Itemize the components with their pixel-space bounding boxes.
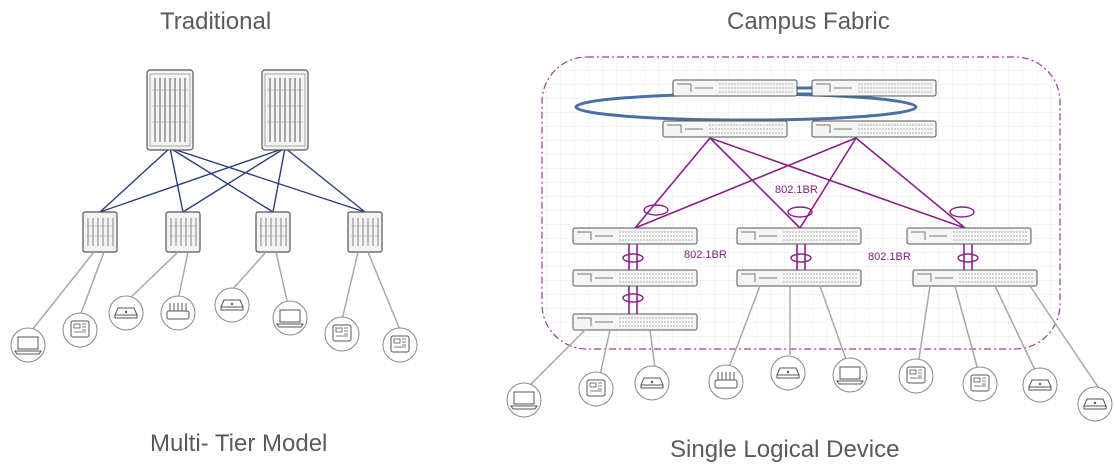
fabric-core-switch-1 [672, 79, 798, 97]
traditional-endpoint-links [31, 251, 401, 331]
phone-icon [898, 358, 934, 394]
label-802-1br-left: 802.1BR [684, 249, 727, 261]
access-point-icon [770, 355, 806, 391]
laptop-icon [10, 327, 46, 363]
access-point-icon [1077, 386, 1113, 422]
lag-rings [643, 204, 975, 218]
fabric-stack-links [628, 244, 973, 314]
fabric-grid-background [542, 57, 1060, 349]
laptop-icon [272, 300, 308, 336]
traditional-links [99, 147, 366, 213]
access-point-icon [214, 287, 250, 323]
access-switch-3 [255, 211, 291, 253]
phone-icon [382, 327, 418, 363]
access-point-icon [1022, 367, 1058, 403]
phone-icon [62, 312, 98, 348]
multi-tier-model-title: Multi- Tier Model [150, 430, 328, 457]
phone-icon [324, 316, 360, 352]
single-logical-device-title: Single Logical Device [670, 436, 900, 463]
router-icon [708, 364, 744, 400]
fabric-core-switch-2 [811, 79, 937, 97]
core-chassis-left [146, 69, 194, 151]
label-802-1br-right: 802.1BR [868, 251, 911, 263]
access-switch-4 [347, 211, 383, 253]
phone-icon [578, 371, 614, 407]
fabric-access-switch-7 [912, 269, 1038, 287]
access-point-icon [108, 295, 144, 331]
fabric-core-switch-3 [662, 120, 788, 138]
access-switch-2 [165, 211, 201, 253]
fabric-access-switch-5 [736, 269, 862, 287]
laptop-icon [832, 357, 868, 393]
laptop-icon [506, 382, 542, 418]
fabric-uplinks [634, 137, 966, 229]
core-chassis-right [261, 69, 309, 151]
fabric-access-switch-1 [572, 227, 698, 245]
fabric-endpoint-links [529, 285, 1101, 391]
router-icon [160, 295, 196, 331]
fabric-access-switch-3 [572, 313, 698, 331]
fabric-access-switch-4 [736, 227, 862, 245]
fabric-core-switch-4 [811, 120, 937, 138]
phone-icon [962, 366, 998, 402]
stack-lag-rings [622, 253, 979, 303]
access-point-icon [634, 365, 670, 401]
fabric-access-switch-2 [572, 269, 698, 287]
label-802-1br-top: 802.1BR [775, 184, 818, 196]
fabric-access-switch-6 [906, 227, 1032, 245]
fabric-boundary [541, 56, 1061, 350]
traditional-title: Traditional [160, 8, 272, 35]
access-switch-1 [82, 211, 118, 253]
campus-fabric-title: Campus Fabric [727, 8, 890, 35]
